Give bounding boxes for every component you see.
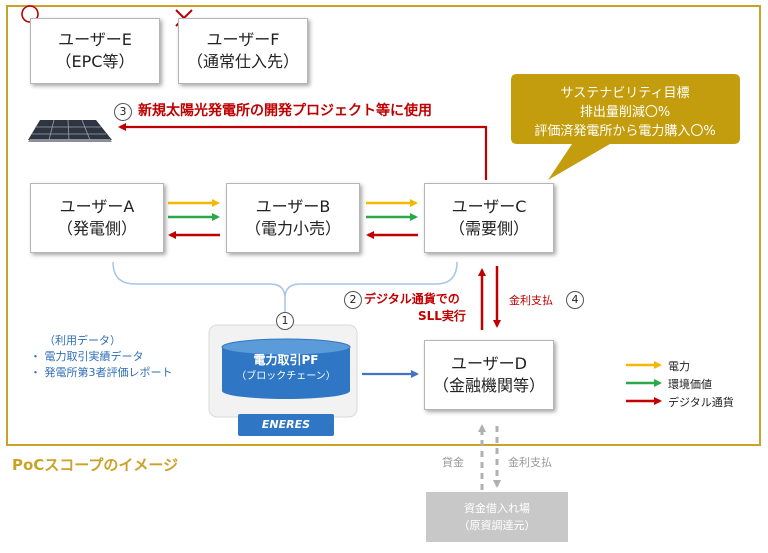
blockchain-cylinder bbox=[221, 338, 351, 399]
user-b-name: ユーザーB bbox=[255, 197, 331, 216]
legend-power-label: 電力 bbox=[668, 360, 690, 373]
eneres-logo: ENERES bbox=[238, 414, 334, 436]
legend-digital-label: デジタル通貨 bbox=[668, 396, 734, 409]
user-c-box: ユーザーC （需要側） bbox=[424, 183, 554, 253]
step3-arrow bbox=[118, 123, 488, 180]
solar-panel-icon bbox=[28, 119, 112, 142]
capital-source-box: 資金借入れ場 （原資調達元） bbox=[426, 492, 568, 542]
user-c-name: ユーザーC bbox=[451, 197, 527, 216]
sustainability-line1: 排出量削減〇% bbox=[579, 105, 671, 120]
step-3-number: 3 bbox=[114, 103, 132, 121]
platform-title: 電力取引PF bbox=[253, 353, 319, 367]
user-a-box: ユーザーA （発電側） bbox=[30, 183, 164, 253]
step-4-label: 金利支払 bbox=[509, 294, 553, 307]
capital-source-subtitle: （原資調達元） bbox=[458, 519, 536, 532]
step-4-number: 4 bbox=[566, 291, 584, 309]
legend-env-label: 環境価値 bbox=[668, 378, 712, 391]
user-e-role: （EPC等） bbox=[55, 52, 135, 71]
user-d-role: （金融機関等） bbox=[432, 376, 545, 395]
user-f-role: （通常仕入先） bbox=[186, 52, 299, 71]
step-2-label-line1: デジタル通貨での bbox=[364, 292, 460, 306]
poc-scope-frame bbox=[6, 5, 761, 446]
platform-label: 電力取引PF （ブロックチェーン） bbox=[222, 352, 350, 384]
user-a-role: （発電側） bbox=[56, 219, 137, 238]
data-used-item: ・ 電力取引実績データ bbox=[30, 350, 144, 363]
user-e-box: ユーザーE （EPC等） bbox=[30, 18, 160, 84]
user-f-box: ユーザーF （通常仕入先） bbox=[178, 18, 308, 84]
user-d-name: ユーザーD bbox=[450, 354, 527, 373]
sustainability-callout-bubble bbox=[511, 74, 740, 180]
data-used-list: （利用データ） ・ 電力取引実績データ ・ 発電所第3者評価レポート bbox=[30, 333, 173, 381]
user-e-name: ユーザーE bbox=[58, 30, 132, 49]
user-a-name: ユーザーA bbox=[59, 197, 135, 216]
data-used-item: ・ 発電所第3者評価レポート bbox=[30, 366, 173, 379]
loan-label: 貸金 bbox=[442, 456, 464, 469]
step-3-label: 新規太陽光発電所の開発プロジェクト等に使用 bbox=[138, 103, 432, 119]
user-b-role: （電力小売） bbox=[244, 219, 341, 238]
sustainability-line2: 評価済発電所から電力購入〇% bbox=[534, 124, 716, 139]
data-used-heading: （利用データ） bbox=[44, 334, 121, 347]
user-f-name: ユーザーF bbox=[206, 30, 280, 49]
capital-source-title: 資金借入れ場 bbox=[464, 502, 530, 515]
user-b-box: ユーザーB （電力小売） bbox=[226, 183, 360, 253]
user-c-role: （需要側） bbox=[448, 219, 529, 238]
sustainability-title: サステナビリティ目標 bbox=[560, 86, 690, 101]
step-1-number: 1 bbox=[276, 312, 294, 330]
platform-subtitle: （ブロックチェーン） bbox=[236, 371, 336, 382]
poc-scope-label: PoCスコープのイメージ bbox=[12, 456, 179, 474]
outside-interest-label: 金利支払 bbox=[508, 456, 552, 469]
user-d-box: ユーザーD （金融機関等） bbox=[424, 340, 554, 410]
sustainability-callout: サステナビリティ目標 排出量削減〇% 評価済発電所から電力購入〇% bbox=[512, 84, 738, 141]
step-2-number: 2 bbox=[344, 291, 362, 309]
step-2-label-line2: SLL実行 bbox=[418, 309, 466, 323]
